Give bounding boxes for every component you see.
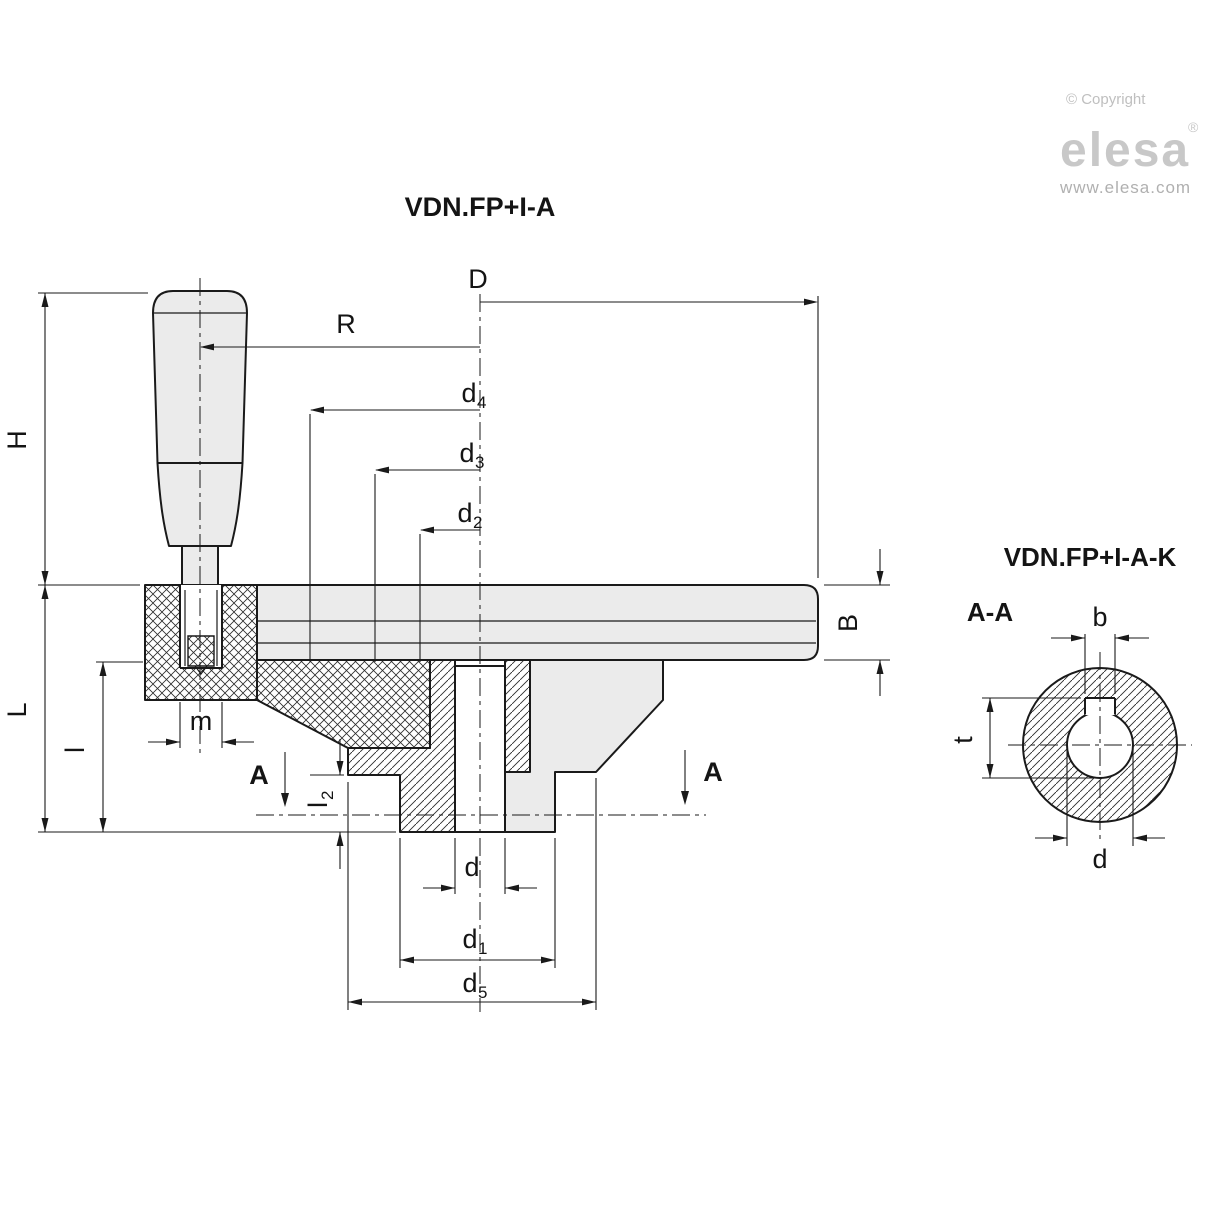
dim-label-l2-sub: 2 (318, 791, 337, 800)
dim-B: B (824, 549, 890, 696)
wheel-disc (256, 584, 819, 661)
dim-d1: d 1 (399, 838, 556, 968)
dim-l: l (60, 661, 143, 832)
dim-label-d-section: d (1092, 844, 1107, 874)
dim-b: b (1051, 602, 1149, 694)
dim-label-d3-sub: 3 (475, 453, 484, 472)
keyway (1085, 698, 1115, 715)
dim-label-H: H (2, 430, 32, 450)
dim-D: D (468, 264, 819, 578)
dim-label-d4: d (461, 378, 476, 408)
main-view-title: VDN.FP+I-A (405, 192, 556, 222)
dim-label-R: R (336, 309, 356, 339)
dim-label-l2: l (303, 802, 333, 808)
dim-m: m (148, 702, 254, 748)
dim-H: H (2, 292, 148, 586)
dim-label-l: l (60, 747, 90, 753)
section-view (1008, 652, 1192, 840)
section-cut-label: A-A (967, 597, 1013, 627)
handle-boss (144, 584, 258, 701)
copyright-text: © Copyright (1066, 91, 1146, 108)
registered-mark: ® (1188, 119, 1199, 135)
dim-d-bore: d (423, 838, 537, 894)
dim-d2: d 2 (419, 498, 482, 662)
brand-logo: elesa (1060, 124, 1190, 177)
dim-d5: d 5 (347, 778, 597, 1010)
dim-label-m: m (190, 706, 213, 736)
dim-label-L: L (2, 702, 32, 717)
dim-label-d5: d (462, 968, 477, 998)
brand-block: © Copyright elesa ® www.elesa.com (1059, 91, 1199, 197)
dim-label-d4-sub: 4 (477, 393, 486, 412)
dim-label-d: d (464, 852, 479, 882)
dim-label-d2: d (457, 498, 472, 528)
dim-label-d3: d (459, 438, 474, 468)
dim-t: t (948, 697, 1097, 779)
section-arrow-label-right: A (703, 757, 723, 787)
dim-d4: d 4 (309, 378, 486, 662)
centerlines (199, 278, 706, 1012)
dim-label-b: b (1092, 602, 1107, 632)
dim-L: L (2, 585, 396, 833)
section-indicator-left: A (249, 752, 289, 807)
dim-label-t: t (948, 736, 978, 744)
section-view-title: VDN.FP+I-A-K (1004, 542, 1177, 572)
dim-d-section: d (1035, 750, 1165, 874)
dim-label-d5-sub: 5 (478, 983, 487, 1002)
dim-label-d1: d (462, 924, 477, 954)
dim-label-d2-sub: 2 (473, 513, 482, 532)
brand-website: www.elesa.com (1059, 178, 1191, 197)
dim-l2: l 2 (303, 739, 344, 869)
dim-label-D: D (468, 264, 488, 294)
dim-label-d1-sub: 1 (478, 939, 487, 958)
dim-R: R (200, 309, 480, 351)
section-arrow-label-left: A (249, 760, 269, 790)
section-indicator-right: A (681, 750, 723, 805)
dim-d3: d 3 (374, 438, 484, 662)
dim-label-B: B (833, 614, 863, 632)
